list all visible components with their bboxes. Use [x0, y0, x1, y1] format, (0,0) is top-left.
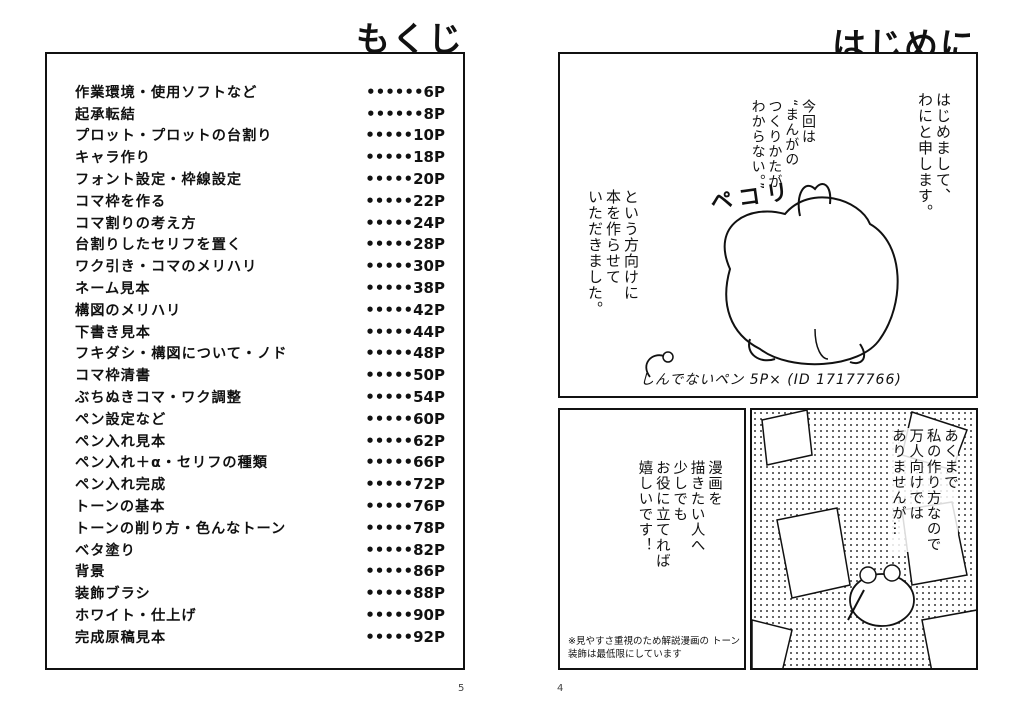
toc-entry: ペン入れ完成 •••••72P — [75, 473, 445, 495]
toc-entry-title: コマ枠清書 — [75, 368, 151, 385]
toc-entry-page: •••••22P — [365, 191, 445, 210]
toc-entry-page: •••••78P — [365, 518, 445, 537]
toc-entry: トーンの削り方・色んなトーン •••••78P — [75, 517, 445, 539]
toc-entry: 装飾ブラシ •••••88P — [75, 582, 445, 604]
toc-entry: ペン入れ＋α・セリフの種類 •••••66P — [75, 452, 445, 474]
toc-entry: 台割りしたセリフを置く •••••28P — [75, 234, 445, 256]
toc-entry-title: 完成原稿見本 — [75, 629, 167, 646]
toc-entry-title: ワク引き・コマのメリハリ — [75, 259, 258, 276]
bowing-character-illustration — [645, 183, 899, 378]
toc-entry-page: •••••62P — [365, 431, 445, 450]
toc-entry: ペン入れ見本 •••••62P — [75, 430, 445, 452]
toc-entry-title: フォント設定・枠線設定 — [75, 172, 243, 189]
toc-entry-title: フキダシ・構図について・ノド — [75, 346, 288, 363]
toc-entry: ワク引き・コマのメリハリ •••••30P — [75, 255, 445, 277]
toc-entry-page: •••••90P — [365, 606, 445, 625]
toc-entry-page: •••••42P — [365, 300, 445, 319]
toc-entry-title: ペン入れ完成 — [75, 477, 167, 494]
toc-entry-title: 装飾ブラシ — [75, 586, 151, 603]
page-number: 5 — [458, 683, 465, 694]
toc-entry-page: •••••72P — [365, 475, 445, 494]
tone-note: ※見やすさ重視のため解説漫画の トーン装飾は最低限にしています — [568, 636, 741, 661]
toc-entry-title: ネーム見本 — [75, 281, 151, 298]
toc-entry: トーンの基本 •••••76P — [75, 495, 445, 517]
speech-topic: 今回は “まんがの つくりかたが わからない。” — [749, 99, 816, 191]
toc-entry-title: トーンの基本 — [75, 499, 166, 516]
toc-entry-page: ••••••8P — [366, 104, 445, 123]
toc-entry-page: •••••86P — [365, 562, 445, 581]
toc-entry: フキダシ・構図について・ノド •••••48P — [75, 343, 445, 365]
toc-box: 作業環境・使用ソフトなど ••••••6P 起承転結 ••••••8P プロット・プロッ… — [45, 52, 465, 670]
toc-entry-page: •••••28P — [365, 235, 445, 254]
toc-entry-page: •••••48P — [365, 344, 445, 363]
toc-entry-page: •••••10P — [365, 126, 445, 145]
toc-entry: コマ割りの考え方 •••••24P — [75, 212, 445, 234]
toc-entry-title: コマ枠を作る — [75, 193, 167, 210]
speech-message: 漫画を 描きたい人へ 少しでも お役に立てれば 嬉しいです！ — [636, 460, 722, 569]
toc-entry-title: ペン設定など — [75, 411, 167, 428]
toc-entry-title: 背景 — [75, 564, 106, 581]
toc-entry-page: •••••76P — [365, 497, 445, 516]
page-number: 4 — [557, 683, 564, 694]
manga-panel-2: 漫画を 描きたい人へ 少しでも お役に立てれば 嬉しいです！ ※見やすさ重視のた… — [558, 408, 746, 670]
toc-entry-page: ••••••6P — [366, 82, 445, 101]
toc-entry: コマ枠を作る •••••22P — [75, 190, 445, 212]
toc-entry-title: ホワイト・仕上げ — [75, 608, 197, 625]
toc-entry-page: •••••60P — [365, 409, 445, 428]
speech-disclaimer: あくまで 私の作り方なので 万人向けでは ありませんが… — [888, 428, 958, 552]
toc-entry: 背景 •••••86P — [75, 561, 445, 583]
toc-entry-page: •••••54P — [365, 388, 445, 407]
toc-entry: 起承転結 ••••••8P — [75, 103, 445, 125]
toc-entry: フォント設定・枠線設定 •••••20P — [75, 168, 445, 190]
toc-entry-title: プロット・プロットの台割り — [75, 128, 273, 145]
toc-entry-page: •••••50P — [365, 366, 445, 385]
toc-entry: プロット・プロットの台割り •••••10P — [75, 125, 445, 147]
toc-entry: ネーム見本 •••••38P — [75, 277, 445, 299]
toc-entry-title: キャラ作り — [75, 150, 151, 167]
toc-entry-title: コマ割りの考え方 — [75, 215, 197, 232]
toc-entry: ホワイト・仕上げ •••••90P — [75, 604, 445, 626]
toc-entry-title: 起承転結 — [75, 106, 136, 123]
toc-entry-page: •••••82P — [365, 540, 445, 559]
manga-panel-1: はじめまして、 わにと申します。 今回は “まんがの つくりかたが わからない。… — [558, 52, 978, 398]
toc-entry-title: ペン入れ＋α・セリフの種類 — [75, 455, 268, 472]
artist-signature: しんでないペン 5P× (ID 17177766) — [640, 372, 902, 388]
toc-entry-page: •••••18P — [365, 148, 445, 167]
toc-entry-title: ペン入れ見本 — [75, 433, 167, 450]
toc-entry-page: •••••38P — [365, 279, 445, 298]
toc-entry-page: •••••20P — [365, 170, 445, 189]
toc-entry-title: ぶちぬきコマ・ワク調整 — [75, 390, 242, 407]
toc-entry-title: トーンの削り方・色んなトーン — [75, 520, 287, 537]
toc-entry: ペン設定など •••••60P — [75, 408, 445, 430]
toc-entry: 構図のメリハリ •••••42P — [75, 299, 445, 321]
toc-entry: 完成原稿見本 •••••92P — [75, 626, 445, 648]
manga-panel-3: あくまで 私の作り方なので 万人向けでは ありませんが… — [750, 408, 978, 670]
toc-entry-title: ベタ塗り — [75, 542, 136, 559]
toc-entry: キャラ作り •••••18P — [75, 146, 445, 168]
toc-entry-title: 構図のメリハリ — [75, 302, 182, 319]
speech-greeting: はじめまして、 わにと申します。 — [916, 92, 952, 220]
toc-entry: コマ枠清書 •••••50P — [75, 364, 445, 386]
toc-entry: 下書き見本 •••••44P — [75, 321, 445, 343]
toc-entry-page: •••••30P — [365, 257, 445, 276]
speech-audience: という方向けに 本を作らせて いただきました。 — [586, 189, 640, 317]
toc-entry-title: 作業環境・使用ソフトなど — [75, 84, 258, 101]
toc-entry-title: 下書き見本 — [75, 324, 151, 341]
toc-entry: ベタ塗り •••••82P — [75, 539, 445, 561]
toc-entry-page: •••••24P — [365, 213, 445, 232]
toc-entry-page: •••••88P — [365, 584, 445, 603]
toc-entry-page: •••••66P — [365, 453, 445, 472]
toc-entry-page: •••••92P — [365, 627, 445, 646]
toc-list: 作業環境・使用ソフトなど ••••••6P 起承転結 ••••••8P プロット・プロッ… — [75, 81, 445, 648]
toc-entry: 作業環境・使用ソフトなど ••••••6P — [75, 81, 445, 103]
right-page: はじめに はじめまして、 わにと申します。 今回は “まんがの つくりかたが わ… — [512, 0, 1024, 723]
toc-entry-page: •••••44P — [365, 322, 445, 341]
toc-entry-title: 台割りしたセリフを置く — [75, 237, 243, 254]
toc-entry: ぶちぬきコマ・ワク調整 •••••54P — [75, 386, 445, 408]
